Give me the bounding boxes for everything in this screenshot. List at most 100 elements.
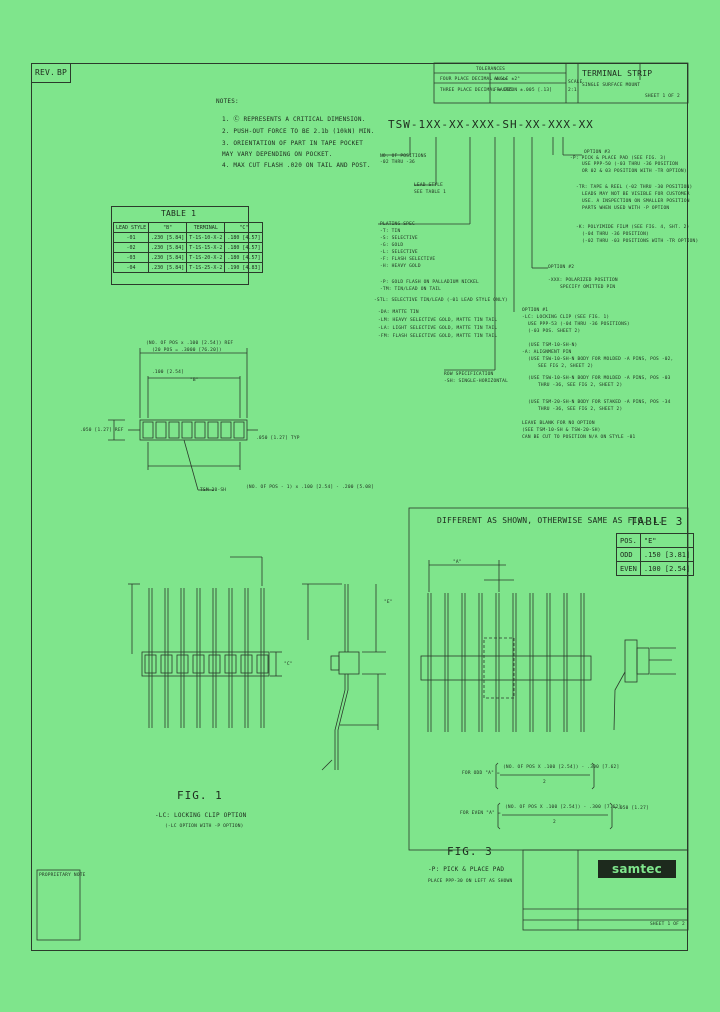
- formula-even-label: FOR EVEN "A" =: [460, 811, 501, 816]
- revision-box: [31, 63, 71, 83]
- dim-top-a: (NO. OF POS x .100 [2.54]) REF: [146, 341, 234, 346]
- option-line: SEE FIG 2, SHEET 2): [538, 364, 594, 369]
- option-line: -LC: LOCKING CLIP (SEE FIG. 1): [522, 315, 610, 320]
- dim-bottom-a: (NO. OF POS - 1) x .100 [2.54] - .200 [5…: [246, 485, 375, 490]
- notes-heading: NOTES:: [216, 98, 239, 105]
- table1-title: TABLE 1: [161, 209, 197, 218]
- proprietary-stamp: PROPRIETARY NOTE: [39, 873, 86, 878]
- dim-side-a: .050 [1.27] REF: [80, 428, 124, 433]
- fig1-dim: "C": [284, 662, 293, 667]
- fig1-dim: "E": [384, 600, 393, 605]
- pn-callout: PLATING SPEC: [380, 222, 415, 227]
- option-line: USE PPP-50 (-03 THRU -36 POSITION: [582, 162, 679, 167]
- note-5: 4. MAX CUT FLASH .020 ON TAIL AND POST.: [222, 162, 371, 169]
- pn-callout: -L: SELECTIVE: [380, 250, 418, 255]
- formula-even-num: (NO. OF POS X .100 [2.54]) - .300 [7.62]: [505, 805, 622, 810]
- option-line: (-04 THRU -36 POSITION): [582, 232, 649, 237]
- note-2: 2. PUSH-OUT FORCE TO BE 2.1b (10kN) MIN.: [222, 128, 375, 135]
- pn-callout: -DA: MATTE TIN: [378, 310, 419, 315]
- rev-value: BP: [57, 68, 68, 77]
- pn-callout: -02 THRU -36: [380, 160, 415, 165]
- pn-callout: -P: GOLD FLASH ON PALLADIUM NICKEL: [380, 280, 479, 285]
- option-line: USE PPP-53 (-04 THRU -36 POSITIONS): [528, 322, 630, 327]
- option-line: THRU -36, SEE FIG 2, SHEET 2): [538, 383, 623, 388]
- company-logo: samtec: [612, 862, 662, 876]
- fig3-note: PLACE PPP-30 ON LEFT AS SHOWN: [428, 879, 513, 884]
- option-line: CAN BE CUT TO POSITION N/A ON STYLE -01: [522, 435, 636, 440]
- option-line: (USE TSM-20-SH-N BODY FOR STAKED -A PINS…: [528, 400, 671, 405]
- table1: LEAD STYLE"B"TERMINAL"C" -01.230 [5.84]T…: [112, 222, 264, 273]
- part-title: TERMINAL STRIP: [582, 69, 653, 78]
- fig3-subtitle: -P: PICK & PLACE PAD: [428, 866, 505, 873]
- pn-callout: -LM: HEAVY SELECTIVE GOLD, MATTE TIN TAI…: [378, 318, 498, 323]
- note-3: 3. ORIENTATION OF PART IN TAPE POCKET: [222, 140, 364, 147]
- option-line: (USE TSM-10-SH-N): [528, 343, 578, 348]
- tb-cell-3: ANGLE ±2°: [494, 77, 521, 82]
- fig1-subtitle: -LC: LOCKING CLIP OPTION: [155, 812, 247, 819]
- option-line: PARTS WHEN USED WITH -P OPTION: [582, 206, 670, 211]
- pn-callout: ROW SPECIFICATION: [444, 372, 494, 377]
- formula-odd-den: 2: [543, 780, 546, 785]
- dim-top-d: .050 [1.27] TYP: [256, 436, 300, 441]
- option-line: OPTION #1: [522, 308, 549, 313]
- option-line: LEADS MAY NOT BE VISIBLE FOR CUSTOMER: [582, 192, 690, 197]
- option-line: (-03 POS. SHEET 2): [528, 329, 581, 334]
- tb-cell-5: FRACTION ±.005 [.13]: [494, 88, 553, 93]
- option-line: -P: PICK & PLACE PAD (SEE FIG. 3): [570, 156, 667, 161]
- pn-callout: SEE TABLE 1: [414, 190, 447, 195]
- table3: POS."E" ODD.150 [3.81] EVEN.100 [2.54]: [616, 533, 695, 576]
- option-line: THRU -36, SEE FIG 2, SHEET 2): [538, 407, 623, 412]
- option-line: LEAVE BLANK FOR NO OPTION: [522, 421, 595, 426]
- note-4: MAY VARY DEPENDING ON POCKET.: [222, 151, 333, 158]
- option-line: (USE TSW-10-SH-N BODY FOR MOLDED -A PINS…: [528, 376, 671, 381]
- pn-callout: LEAD STYLE: [414, 183, 444, 188]
- fig3-title: FIG. 3: [447, 845, 493, 858]
- pn-callout: -H: HEAVY GOLD: [380, 264, 421, 269]
- option-line: -A: ALIGNMENT PIN: [522, 350, 572, 355]
- pn-callout: -SH: SINGLE-HORIZONTAL: [444, 379, 509, 384]
- note-1: 1. Ⓒ REPRESENTS A CRITICAL DIMENSION.: [222, 116, 366, 123]
- dim-b-label: "B": [190, 378, 199, 383]
- fig1-note: (-LC OPTION WITH -P OPTION): [165, 824, 244, 829]
- option-line: OPTION #3: [584, 150, 611, 155]
- part-number: TSW-1XX-XX-XXX-SH-XX-XXX-XX: [388, 118, 594, 131]
- part-subtitle: SINGLE SURFACE MOUNT: [582, 83, 641, 88]
- formula-even-den: 2: [553, 820, 556, 825]
- option-line: OPTION #2: [548, 265, 575, 270]
- bottom-sheet-label: SHEET 1 OF 2: [650, 922, 685, 927]
- tb-cell-2: FOUR PLACE DECIMAL ±.xx: [440, 77, 507, 82]
- tb-cell-4: THREE PLACE DECIMAL ±.005: [440, 88, 513, 93]
- pn-callout: -S: SELECTIVE: [380, 236, 418, 241]
- pn-callout: -TM: TIN/LEAD ON TAIL: [380, 287, 442, 292]
- pn-callout: -G: GOLD: [380, 243, 404, 248]
- rev-label: REV.: [35, 68, 56, 77]
- tb-cell-6: SCALE: [568, 80, 583, 85]
- pn-callout: -FM: FLASH SELECTIVE GOLD, MATTE TIN TAI…: [378, 334, 498, 339]
- option-line: SPECIFY OMITTED PIN: [560, 285, 616, 290]
- pn-callout: -STL: SELECTIVE TIN/LEAD (-01 LEAD STYLE…: [374, 298, 508, 303]
- sheet-label: SHEET 1 OF 2: [645, 94, 680, 99]
- tb-cell-7: 2:1: [568, 88, 577, 93]
- option-line: (USE TSW-10-SH-N BODY FOR MOLDED -A PINS…: [528, 357, 674, 362]
- option-line: -XXX: POLARIZED POSITION: [548, 278, 618, 283]
- tb-cell-1: TOLERANCES: [476, 67, 506, 72]
- table3-title: TABLE 3: [630, 515, 684, 528]
- dim-top-c: .100 [2.54]: [152, 370, 185, 375]
- pn-callout: -T: TIN: [380, 229, 401, 234]
- formula-odd-label: FOR ODD "A" =: [462, 771, 500, 776]
- option-line: -TR: TAPE & REEL (-02 THRU -30 POSITION): [576, 185, 693, 190]
- option-line: (-02 THRU -03 POSITIONS WITH -TR OPTION): [582, 239, 699, 244]
- dim-top-b: (20 POS = .3000 [76.20]): [152, 348, 222, 353]
- pn-callout: -F: FLASH SELECTIVE: [380, 257, 436, 262]
- option-line: USE. A INSPECTION ON SMALLER POSITION: [582, 199, 690, 204]
- formula-odd-num: (NO. OF POS X .100 [2.54]) - .300 [7.62]: [503, 765, 620, 770]
- option-line: -K: POLYIMIDE FILM (SEE FIG. 4, SHT. 2): [576, 225, 690, 230]
- formula-even-tail: +.050 [1.27]: [614, 806, 649, 811]
- fig3-header: DIFFERENT AS SHOWN, OTHERWISE SAME AS FI…: [437, 516, 663, 525]
- fig3-dim: "A": [453, 560, 462, 565]
- option-line: OR 02 & 03 POSITION WITH -TR OPTION): [582, 169, 687, 174]
- dim-ref-note: TSM-20-SH: [200, 488, 227, 493]
- pn-callout: -LA: LIGHT SELECTIVE GOLD, MATTE TIN TAI…: [378, 326, 498, 331]
- fig1-title: FIG. 1: [177, 789, 223, 802]
